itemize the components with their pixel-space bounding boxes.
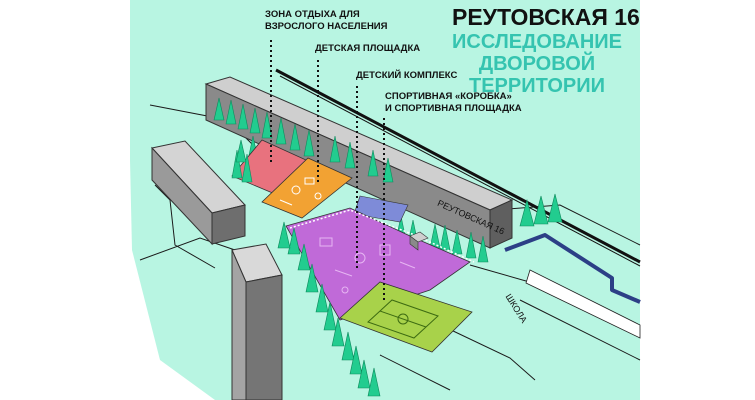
building-front [231, 243, 283, 400]
rail-line [275, 68, 641, 267]
page-subtitle-line1: ИССЛЕДОВАНИЕ [452, 31, 622, 53]
zone-sport-field [339, 281, 473, 353]
road [504, 233, 641, 304]
trees-right [395, 193, 563, 263]
zone-kids-playground [261, 157, 353, 219]
page-subtitle-line3: ТЕРРИТОРИИ [469, 75, 605, 97]
building-left [151, 140, 246, 246]
label-adult-zone-line2: ВЗРОСЛОГО НАСЕЛЕНИЯ [265, 21, 388, 32]
label-kids-complex: ДЕТСКИЙ КОМПЛЕКС [356, 70, 458, 81]
adult-zone-trees [231, 139, 253, 183]
complex-equipment [319, 237, 416, 294]
page-title: РЕУТОВСКАЯ 16 [452, 4, 640, 30]
playground-equipment [279, 177, 322, 206]
label-sport-line2: И СПОРТИВНАЯ ПЛОЩАДКА [385, 103, 522, 114]
leader-lines [270, 40, 385, 300]
trees-complex-left [277, 221, 381, 397]
label-adult-zone-line1: ЗОНА ОТДЫХА ДЛЯ [265, 9, 360, 20]
label-sport-line1: СПОРТИВНАЯ «КОРОБКА» [385, 91, 512, 102]
field-markings [367, 299, 439, 339]
label-kids-playground: ДЕТСКАЯ ПЛОЩАДКА [315, 43, 421, 54]
small-structure [409, 231, 429, 251]
zone-kids-complex [285, 207, 471, 321]
page-subtitle-line2: ДВОРОВОЙ [478, 53, 596, 75]
white-strip [525, 269, 641, 339]
